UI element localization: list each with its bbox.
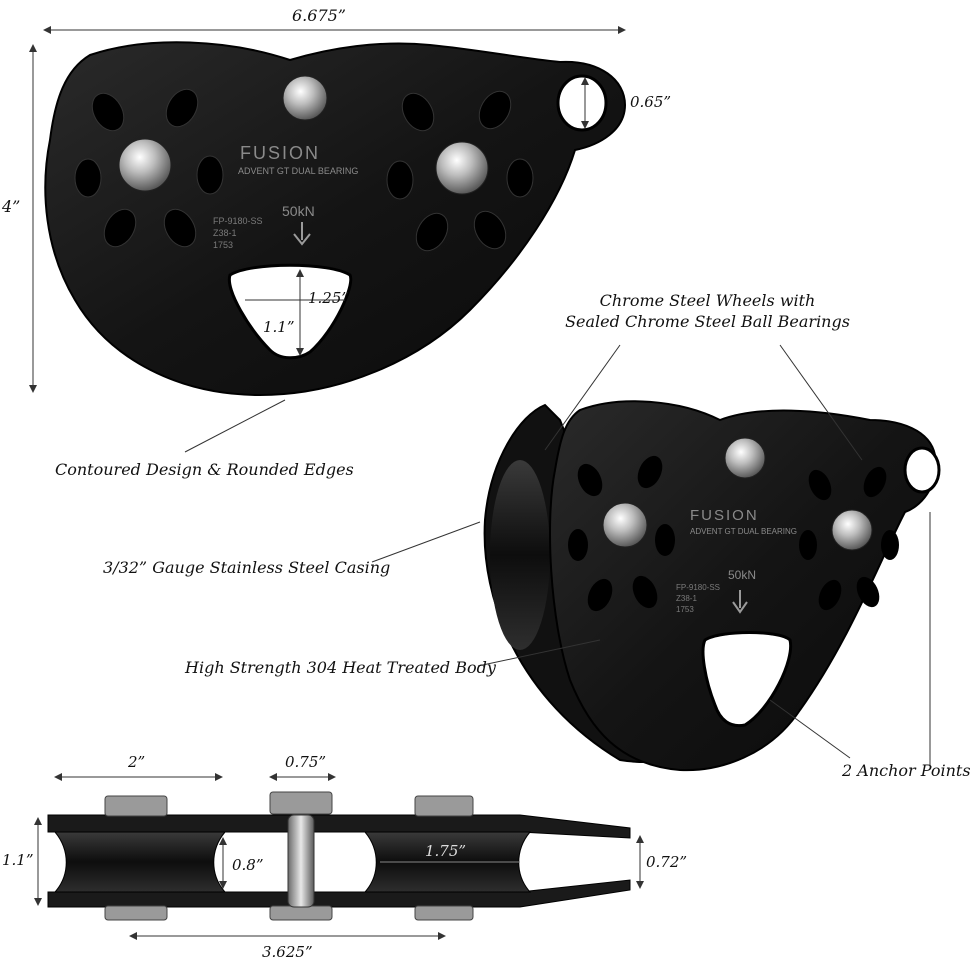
angled-side-wheel <box>490 460 550 650</box>
angled-model-engraving: ADVENT GT DUAL BEARING <box>690 527 797 536</box>
side-dimension-lines <box>34 773 644 940</box>
side-nuts-bottom <box>104 905 474 921</box>
callout-body: High Strength 304 Heat Treated Body <box>185 658 496 677</box>
angled-center-bolt <box>724 437 766 479</box>
side-center-axle <box>287 814 315 908</box>
side-view-pulley <box>47 791 631 921</box>
top-pulley-body <box>44 41 627 397</box>
angled-front-plate <box>549 400 937 772</box>
angled-left-bolt <box>602 502 648 548</box>
top-left-bolt <box>118 138 172 192</box>
callout-contoured: Contoured Design & Rounded Edges <box>55 460 354 479</box>
angled-anchor-eye <box>903 446 941 494</box>
angled-brand-engraving: FUSION <box>690 507 759 524</box>
top-right-wheel-holes <box>386 90 534 252</box>
top-rating-engraving: 50kN <box>282 203 315 219</box>
top-right-bolt <box>435 141 489 195</box>
top-code3-engraving: 1753 <box>213 240 234 250</box>
angled-center-window <box>701 631 793 728</box>
angled-left-wheel-holes <box>568 455 675 612</box>
angled-pulley <box>483 400 941 772</box>
dim-side-length: 3.625” <box>262 943 313 961</box>
angled-code1-engraving: FP-9180-SS <box>676 583 721 592</box>
top-pulley <box>44 41 627 397</box>
side-nuts-top <box>104 791 474 817</box>
top-center-bolt <box>282 75 328 121</box>
callout-anchors: 2 Anchor Points <box>842 761 970 780</box>
top-dimension-lines <box>29 26 626 453</box>
top-code1-engraving: FP-9180-SS <box>213 216 263 226</box>
dim-side-wheel-spacing: 2” <box>128 753 146 771</box>
dim-eye-hole: 0.65” <box>630 93 672 111</box>
callout-casing: 3/32” Gauge Stainless Steel Casing <box>103 558 391 577</box>
top-code2-engraving: Z38-1 <box>213 228 237 238</box>
callout-wheels-line1: Chrome Steel Wheels with <box>599 291 816 310</box>
angled-code3-engraving: 1753 <box>676 605 694 614</box>
dim-side-axle: 0.75” <box>285 753 327 771</box>
dim-side-height: 1.1” <box>2 851 34 869</box>
dim-top-width: 6.675” <box>292 6 346 25</box>
top-center-window <box>227 263 353 360</box>
angled-right-wheel-holes <box>799 466 899 611</box>
top-left-wheel-holes <box>74 88 224 248</box>
angled-right-bolt <box>831 509 873 551</box>
dim-side-wheel-dia: 1.75” <box>425 842 467 860</box>
angled-rating-engraving: 50kN <box>728 568 757 582</box>
callout-lines <box>371 344 931 765</box>
callout-wheels-line2: Sealed Chrome Steel Ball Bearings <box>565 312 850 331</box>
side-left-wheel <box>53 831 227 893</box>
dim-top-height: 4” <box>2 197 21 216</box>
dim-side-inner: 0.8” <box>232 856 264 874</box>
top-model-engraving: ADVENT GT DUAL BEARING <box>238 166 359 176</box>
angled-load-arrow <box>732 590 748 614</box>
top-brand-engraving: FUSION <box>240 143 321 163</box>
dim-window-width: 1.1” <box>263 318 295 336</box>
top-anchor-eye <box>556 74 608 132</box>
top-load-arrow <box>293 222 311 246</box>
angled-code2-engraving: Z38-1 <box>676 594 697 603</box>
dim-side-tail: 0.72” <box>646 853 688 871</box>
side-top-plate <box>47 814 631 839</box>
dim-window-height: 1.25” <box>308 289 350 307</box>
